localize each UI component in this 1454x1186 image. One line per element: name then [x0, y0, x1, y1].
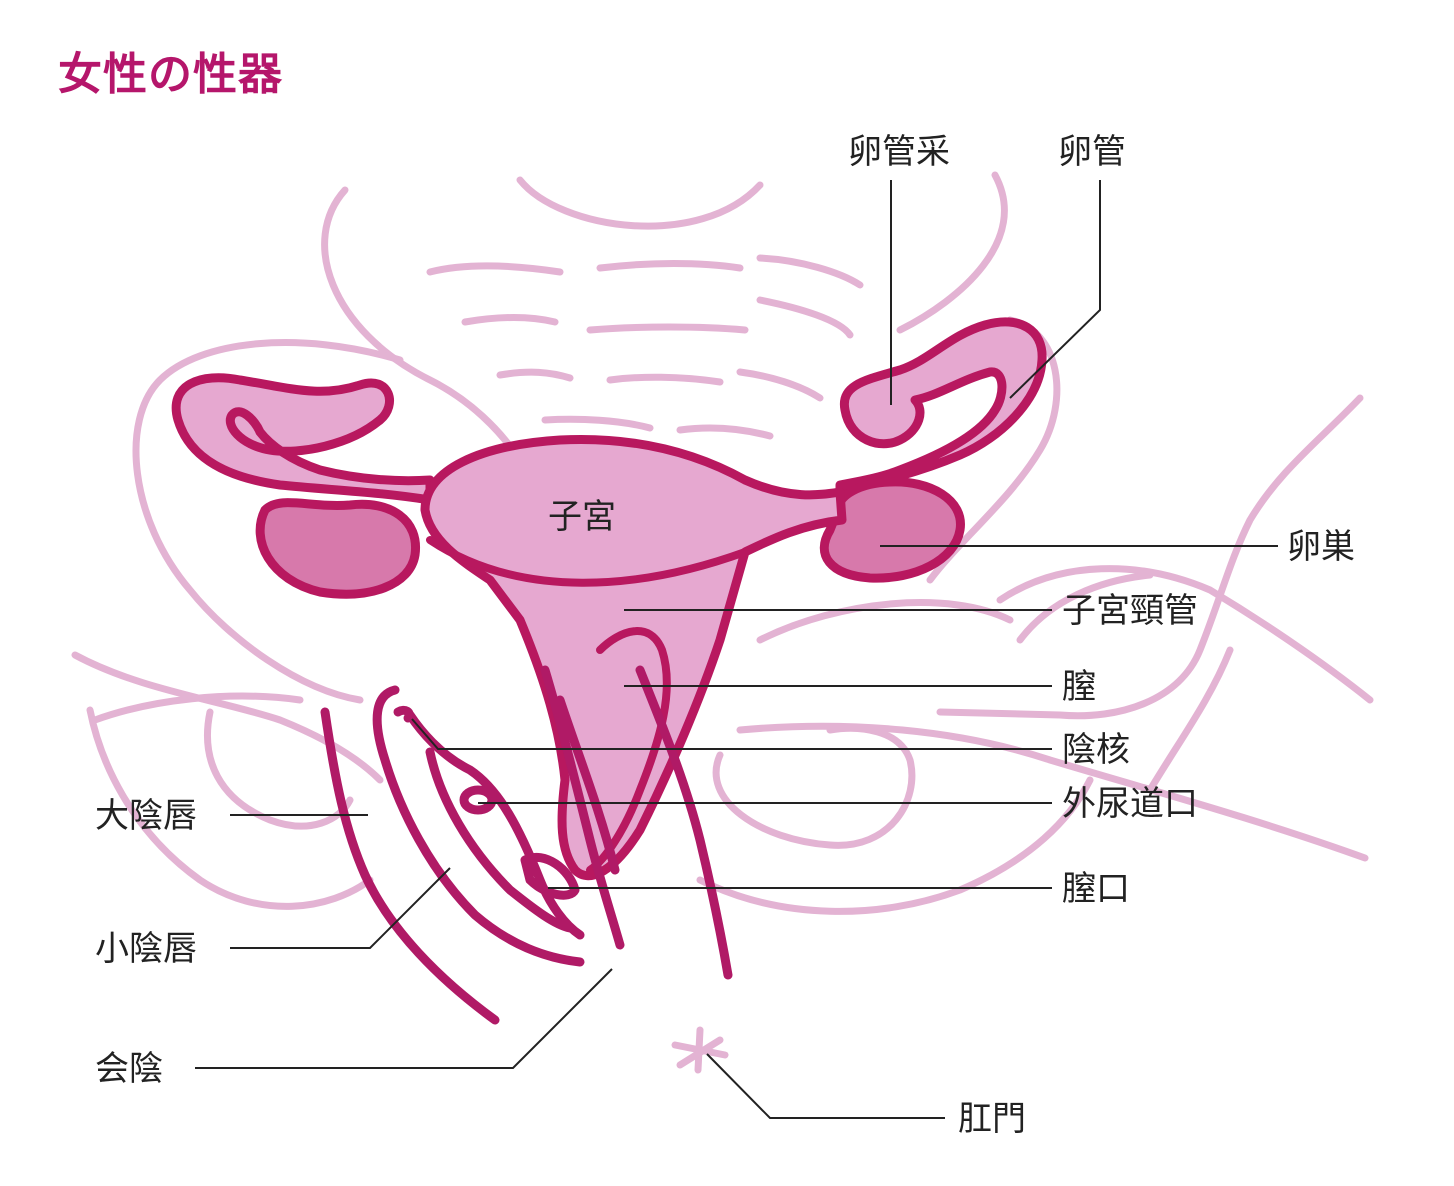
label-vagina: 膣 [1062, 667, 1096, 707]
label-anus: 肛門 [958, 1099, 1026, 1139]
left-fallopian-tube [835, 317, 1047, 495]
internal-organs [171, 317, 1047, 881]
perineum-line-left [540, 665, 625, 950]
labia-majora-inner [372, 685, 585, 967]
label-ovary: 卵巣 [1287, 527, 1355, 567]
label-cervical-canal: 子宮頸管 [1062, 591, 1198, 631]
pelvis-background [71, 171, 1374, 1074]
label-fimbriae: 卵管采 [848, 132, 950, 172]
leader-clitoris [411, 718, 1052, 750]
label-uterus: 子宮 [548, 497, 616, 537]
label-fallopian-tube: 卵管 [1058, 132, 1126, 172]
diagram-title: 女性の性器 [58, 49, 283, 100]
urethral-opening-mark [459, 785, 497, 815]
label-labia-majora: 大陰唇 [95, 796, 197, 836]
clitoris-mark [393, 705, 414, 723]
uterus-cavity-line [426, 536, 749, 587]
right-ovary [255, 498, 421, 599]
leader-anus [706, 1053, 945, 1119]
leader-labia-minora [230, 867, 451, 949]
label-urethral-opening: 外尿道口 [1062, 784, 1198, 824]
vaginal-opening-mark [520, 852, 580, 900]
uterus-body [420, 434, 847, 881]
perineum-line-right [635, 665, 733, 980]
vagina-outer-line [555, 695, 620, 875]
left-ovary [819, 477, 965, 583]
leader-perineum [195, 968, 613, 1069]
labia-minora-inner [425, 747, 575, 933]
label-clitoris: 陰核 [1062, 730, 1130, 770]
label-perineum: 会陰 [95, 1049, 163, 1089]
labia-majora-outer [320, 707, 500, 1025]
leader-lines [195, 180, 1278, 1119]
vagina-inner [586, 627, 671, 874]
leader-fallopian-tube [1009, 180, 1101, 399]
label-labia-minora: 小陰唇 [95, 929, 197, 969]
right-fallopian-tube [171, 373, 435, 505]
label-vaginal-opening: 膣口 [1062, 869, 1130, 909]
